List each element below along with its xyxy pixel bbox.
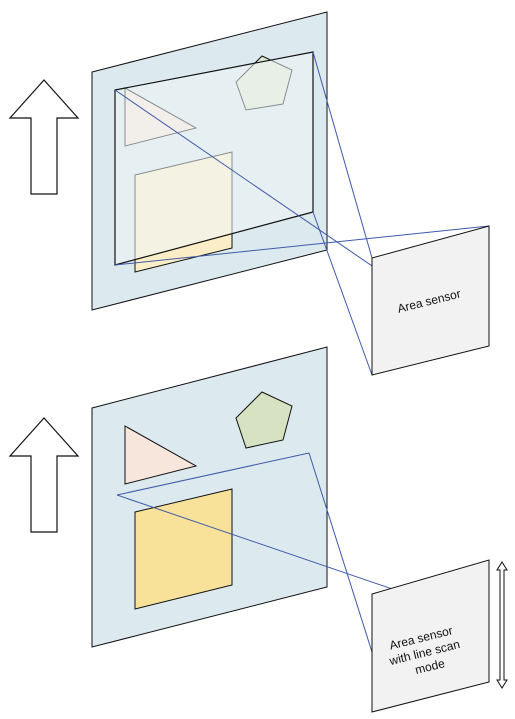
top-panel: Area sensor	[8, 11, 490, 376]
triangle-shape	[124, 425, 198, 485]
area-sensor	[371, 225, 490, 376]
bottom-panel: Area sensor with line scan mode	[8, 346, 508, 713]
double-arrow-icon	[496, 561, 508, 689]
up-arrow-icon	[8, 79, 80, 195]
pentagon-shape	[235, 391, 293, 449]
line-scan-sensor	[371, 559, 490, 713]
up-arrow-icon	[8, 417, 80, 533]
square-shape	[134, 488, 233, 610]
